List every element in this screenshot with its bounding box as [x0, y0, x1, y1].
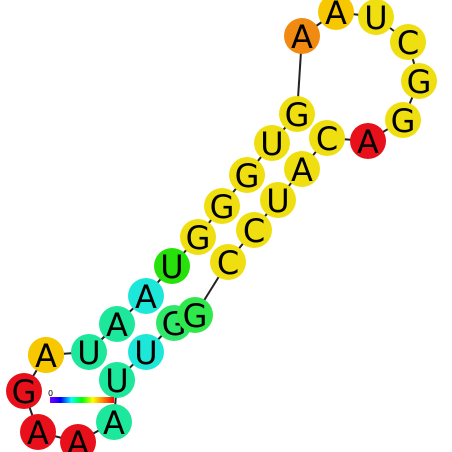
nucleotide-G-16: G — [385, 102, 421, 140]
nucleotide-label: A — [67, 424, 89, 452]
nucleotide-circle — [229, 157, 265, 193]
backbone-bonds — [23, 11, 420, 443]
nucleotide-circle — [99, 306, 135, 342]
nucleotide-circle — [284, 151, 320, 187]
nucleotide-label: U — [160, 248, 183, 286]
nucleotide-label: U — [134, 334, 157, 372]
nucleotide-A-21: A — [284, 18, 320, 56]
nucleotide-G-25: G — [204, 188, 240, 226]
nucleotide-circle — [28, 337, 64, 373]
nucleotide-label: G — [12, 373, 37, 411]
nucleotide-G-22: G — [279, 96, 315, 134]
nucleotide-label: U — [364, 0, 387, 37]
nucleotide-circle — [177, 297, 213, 333]
color-scale: 0 — [48, 389, 114, 403]
nucleotide-label: U — [266, 182, 289, 220]
nucleotide-label: A — [27, 414, 49, 452]
color-scale-min-label: 0 — [48, 389, 53, 398]
nucleotide-U-12: U — [260, 182, 296, 220]
nucleotide-circle — [210, 244, 246, 280]
nucleotide-circle — [358, 0, 394, 35]
nucleotide-label: A — [291, 18, 313, 56]
nucleotide-circle — [390, 24, 426, 60]
nucleotide-C-18: C — [390, 24, 426, 62]
nucleotide-U-30: U — [71, 334, 107, 372]
nucleotide-label: U — [105, 362, 128, 400]
nucleotide-A-4: A — [60, 424, 96, 452]
nucleotide-circle — [6, 373, 42, 409]
nucleotide-A-13: A — [284, 151, 320, 189]
nucleotide-label: G — [186, 219, 211, 257]
nucleotide-A-15: A — [350, 123, 386, 161]
nucleotide-label: U — [77, 334, 100, 372]
nucleotide-circle — [318, 0, 354, 30]
nucleotide-U-6: U — [99, 362, 135, 400]
nucleotide-circle — [401, 63, 437, 99]
nucleotide-label: A — [103, 404, 125, 442]
nucleotide-circle — [99, 362, 135, 398]
nucleotide-G-26: G — [180, 219, 216, 257]
nucleotide-circle — [350, 123, 386, 159]
nucleotide-A-29: A — [99, 306, 135, 344]
nucleotide-G-2: G — [6, 373, 42, 411]
nucleotide-C-10: C — [210, 244, 246, 282]
nucleotide-A-31: A — [28, 337, 64, 375]
nucleotide-label: C — [316, 120, 338, 158]
nucleotide-A-28: A — [128, 278, 164, 316]
nucleotide-label: U — [260, 125, 283, 163]
nucleotide-circle — [128, 334, 164, 370]
nucleotide-circle — [180, 219, 216, 255]
nucleotide-circle — [260, 182, 296, 218]
nucleotide-U-19: U — [358, 0, 394, 37]
nucleotide-A-3: A — [20, 414, 56, 452]
nucleotide-circle — [204, 188, 240, 224]
nucleotide-circle — [309, 120, 345, 156]
nucleotide-circle — [284, 18, 320, 54]
nucleotide-label: A — [135, 278, 157, 316]
nucleotide-label: G — [183, 297, 208, 335]
nucleotide-label: A — [291, 151, 313, 189]
nucleotide-circle — [96, 404, 132, 440]
nucleotide-circle — [254, 125, 290, 161]
nucleotide-G-17: G — [401, 63, 437, 101]
nucleotide-G-9: G — [177, 297, 213, 335]
nucleotide-label: C — [397, 24, 419, 62]
nucleotide-label: A — [325, 0, 347, 32]
nucleotide-A-5: A — [96, 404, 132, 442]
nucleotide-circle — [236, 212, 272, 248]
nucleotide-A-20: A — [318, 0, 354, 32]
nucleotide-label: A — [106, 306, 128, 344]
nucleotide-nodes: AGAAAUUGGCCUACAGGCUAAGUGGGUAAUA — [6, 0, 437, 452]
nucleotide-circle — [128, 278, 164, 314]
nucleotide-C-11: C — [236, 212, 272, 250]
nucleotide-circle — [20, 414, 56, 450]
nucleotide-label: G — [210, 188, 235, 226]
nucleotide-circle — [60, 424, 96, 452]
nucleotide-G-24: G — [229, 157, 265, 195]
color-scale-bar — [50, 397, 114, 403]
nucleotide-label: C — [217, 244, 239, 282]
nucleotide-U-27: U — [154, 248, 190, 286]
nucleotide-circle — [279, 96, 315, 132]
nucleotide-label: G — [407, 63, 432, 101]
nucleotide-circle — [71, 334, 107, 370]
nucleotide-U-7: U — [128, 334, 164, 372]
nucleotide-U-23: U — [254, 125, 290, 163]
nucleotide-label: A — [357, 123, 379, 161]
nucleotide-C-14: C — [309, 120, 345, 158]
nucleotide-label: G — [235, 157, 260, 195]
nucleotide-circle — [385, 102, 421, 138]
nucleotide-circle — [154, 248, 190, 284]
nucleotide-label: C — [243, 212, 265, 250]
nucleotide-label: G — [391, 102, 416, 140]
nucleotide-label: A — [35, 337, 57, 375]
nucleotide-label: G — [285, 96, 310, 134]
